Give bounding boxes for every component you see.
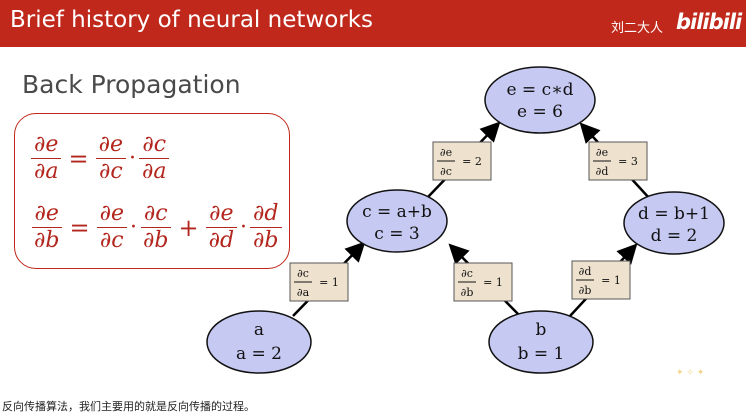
equals-sign: = (68, 144, 89, 173)
sparkle-watermark-icon: ✦ ✧ ✦ (676, 368, 705, 378)
fraction: ∂d∂b (250, 201, 282, 254)
multiply-dot: · (129, 215, 137, 240)
edge-label-value: = 1 (601, 274, 621, 287)
numerator: ∂e (31, 132, 62, 159)
edge-label-value: = 2 (462, 155, 482, 168)
chain-rule-equation-b: ∂e∂b = ∂e∂c · ∂c∂b + ∂e∂d · ∂d∂b (29, 201, 284, 254)
fraction: ∂e∂a (31, 132, 62, 185)
denominator: ∂c (98, 159, 123, 184)
fraction: ∂c∂a (139, 132, 170, 185)
node-expression: e = c∗d (506, 80, 573, 100)
fraction: ∂e∂d (206, 201, 237, 254)
plus-sign: + (178, 213, 199, 242)
fraction: ∂c∂b (140, 201, 171, 254)
edge-label-denominator: ∂b (461, 286, 474, 299)
node-value: a = 2 (236, 344, 282, 364)
denominator: ∂b (34, 228, 60, 253)
node-expression: b (536, 320, 547, 340)
numerator: ∂c (140, 201, 171, 228)
numerator: ∂e (95, 132, 127, 159)
edge-label-value: = 1 (483, 276, 503, 289)
node-b: b b = 1 (488, 310, 594, 374)
node-d: d = b+1 d = 2 (623, 191, 725, 255)
fraction: ∂e∂c (96, 201, 127, 254)
chain-rule-equation-a: ∂e∂a = ∂e∂c · ∂c∂a (29, 132, 172, 185)
slide-header: Brief history of neural networks 刘二大人 bi… (0, 0, 746, 47)
edge-label-denominator: ∂a (297, 286, 310, 299)
denominator: ∂d (208, 228, 235, 253)
node-expression: d = b+1 (638, 204, 710, 224)
slide-header-title: Brief history of neural networks (10, 7, 374, 33)
denominator: ∂c (99, 228, 124, 253)
edge-label-value: = 3 (618, 155, 638, 168)
denominator: ∂a (34, 159, 59, 184)
node-expression: c = a+b (362, 202, 432, 222)
edge-label-bc: ∂c ∂b = 1 (453, 262, 513, 302)
multiply-dot: · (129, 146, 137, 171)
numerator: ∂e (31, 201, 62, 228)
edge-label-bd: ∂d ∂b = 1 (571, 260, 631, 300)
edge-label-numerator: ∂c (461, 267, 473, 280)
edge-label-value: = 1 (319, 276, 339, 289)
fraction: ∂e∂b (31, 201, 62, 254)
edge-label-ce: ∂e ∂c = 2 (432, 141, 492, 181)
equals-sign: = (69, 213, 90, 242)
edge-label-numerator: ∂d (579, 265, 592, 278)
edge-label-numerator: ∂c (297, 267, 309, 280)
denominator: ∂a (142, 159, 167, 184)
node-c: c = a+b c = 3 (346, 189, 448, 253)
node-e: e = c∗d e = 6 (484, 66, 596, 134)
slide: Brief history of neural networks 刘二大人 bi… (0, 0, 746, 378)
denominator: ∂b (253, 228, 279, 253)
edge-label-de: ∂e ∂d = 3 (588, 141, 648, 181)
section-title: Back Propagation (22, 70, 241, 99)
edge-label-ac: ∂c ∂a = 1 (289, 262, 349, 302)
numerator: ∂e (206, 201, 237, 228)
formula-box: ∂e∂a = ∂e∂c · ∂c∂a ∂e∂b = ∂e∂c · ∂c∂b + … (14, 113, 290, 269)
node-value: d = 2 (651, 226, 698, 246)
subtitle-caption: 反向传播算法，我们主要用的就是反向传播的过程。 (2, 400, 255, 413)
numerator: ∂d (250, 201, 282, 228)
edge-label-numerator: ∂e (596, 146, 608, 159)
fraction: ∂e∂c (95, 132, 127, 185)
channel-name: 刘二大人 (611, 21, 664, 36)
edge-label-denominator: ∂c (440, 165, 452, 178)
edge-label-denominator: ∂d (596, 165, 609, 178)
multiply-dot: · (240, 215, 248, 240)
computation-graph: ∂e ∂c = 2 ∂e ∂d = 3 ∂c ∂a = 1 ∂c ∂b = 1 (206, 66, 725, 374)
node-value: b = 1 (518, 344, 565, 364)
numerator: ∂c (139, 132, 170, 159)
edge-label-denominator: ∂b (579, 284, 592, 297)
bilibili-logo: bilibili (676, 10, 742, 34)
node-a: a a = 2 (206, 310, 312, 374)
node-value: c = 3 (374, 224, 419, 244)
edge-label-numerator: ∂e (440, 146, 452, 159)
node-expression: a (254, 320, 264, 340)
node-value: e = 6 (517, 102, 563, 122)
numerator: ∂e (96, 201, 127, 228)
denominator: ∂b (142, 228, 169, 253)
